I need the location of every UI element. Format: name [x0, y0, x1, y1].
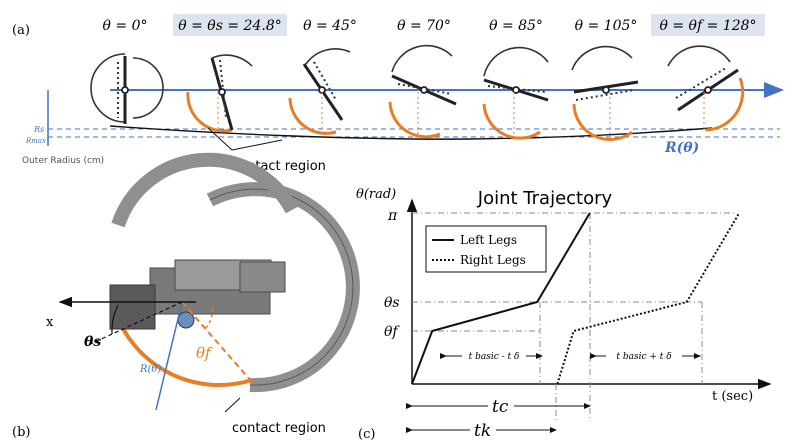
highlight-box-theta-s	[173, 14, 287, 36]
y-tick-theta-f: θf	[384, 324, 400, 340]
theta-f-label-b: θf	[196, 344, 213, 362]
angle-label: θ = θs = 24.8°	[178, 18, 281, 34]
series-line-left-legs	[411, 212, 591, 385]
angle-label: θ = 85°	[489, 18, 543, 34]
highlight-box-theta-f	[651, 14, 765, 36]
angle-label: θ = 0°	[103, 18, 148, 34]
theta-s-label-b: θs	[84, 334, 101, 350]
panel-label-b: (b)	[12, 425, 30, 440]
rmax-label: Rmax	[25, 137, 46, 145]
contact-region-label-b: contact region	[232, 421, 326, 436]
annotation-basic-minus: t basic - t δ	[469, 352, 520, 362]
robot-cad-render	[58, 152, 360, 411]
tc-label: tc	[492, 397, 509, 417]
legend-right-legs: Right Legs	[460, 253, 526, 267]
rs-label: Rs	[33, 125, 44, 134]
contact-projections	[217, 92, 705, 138]
series-line-right-legs	[556, 212, 741, 385]
pose-theta-70	[388, 44, 457, 139]
legend-box	[425, 225, 547, 273]
pose-theta-s	[186, 54, 253, 133]
legend-left-legs: Left Legs	[460, 233, 517, 247]
annotation-basic-plus: t basic + t δ	[616, 352, 671, 362]
pose-theta-45	[288, 48, 351, 135]
panel-label-c: (c)	[358, 427, 375, 442]
plot-area	[411, 212, 741, 385]
panel-label-a: (a)	[12, 23, 30, 38]
chart-title: Joint Trajectory	[477, 188, 613, 209]
contact-leader-line	[231, 139, 283, 151]
x-axis-label: t (sec)	[712, 389, 753, 404]
angle-label: θ = 105°	[575, 18, 638, 34]
y-axis-label: θ(rad)	[356, 187, 396, 202]
r-theta-label-b: R(θ)	[139, 364, 161, 375]
tk-label: tk	[474, 421, 491, 441]
pose-theta-f	[667, 45, 745, 132]
angle-label: θ = 45°	[303, 18, 357, 34]
pose-theta-0	[90, 53, 164, 124]
reference-lines	[412, 212, 736, 420]
r-theta-label-a: R(θ)	[664, 140, 699, 156]
contact-leader-line-b	[224, 397, 241, 413]
x-axis-label-b: x	[46, 315, 54, 330]
y-tick-theta-s: θs	[384, 295, 400, 311]
r-theta-curve	[109, 125, 713, 140]
outer-radius-label: Outer Radius (cm)	[22, 156, 104, 166]
contact-leader-line	[207, 127, 233, 151]
angle-labels: θ = 0° θ = θs = 24.8° θ = 45° θ = 70° θ …	[103, 18, 757, 34]
pose-theta-105	[571, 45, 639, 141]
pose-theta-85	[482, 46, 549, 140]
y-tick-pi: π	[387, 208, 398, 224]
angle-label: θ = 70°	[397, 18, 451, 34]
angle-label: θ = θf = 128°	[659, 18, 756, 34]
robot-poses	[90, 44, 745, 141]
